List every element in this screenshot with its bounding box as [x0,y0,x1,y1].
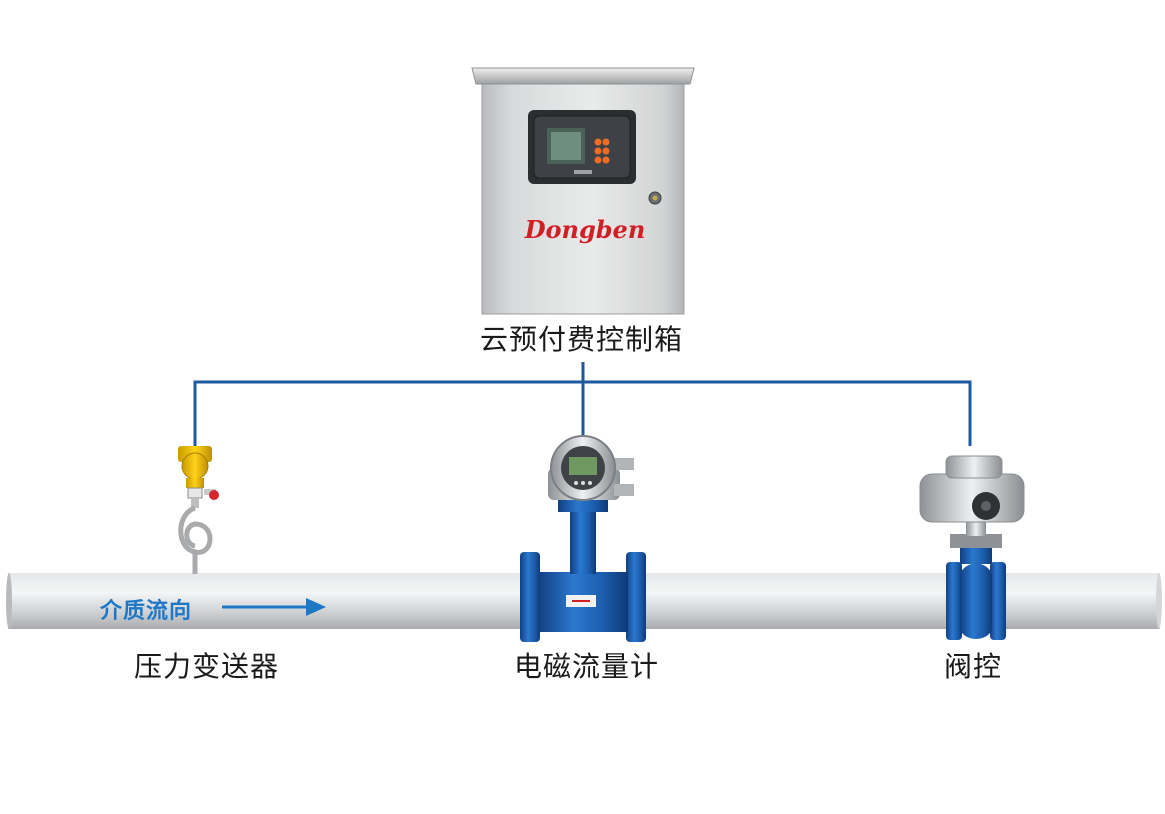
pressure-transmitter [178,446,219,574]
valve-label: 阀控 [944,650,1003,683]
pressure-transmitter-label: 压力变送器 [134,650,280,683]
electric-valve [919,455,1025,640]
control-box: Dongben [471,67,695,315]
wire-to-pressure-transmitter [193,362,585,448]
signal-wires [193,362,972,448]
control-box-label: 云预付费控制箱 [480,323,684,356]
flow-direction-label: 介质流向 [100,599,193,624]
control-box-brand: Dongben [524,215,646,244]
wire-to-valve [583,380,972,446]
flow-direction-arrow [222,598,326,616]
flow-meter-label: 电磁流量计 [514,650,660,683]
flow-meter [520,435,646,642]
